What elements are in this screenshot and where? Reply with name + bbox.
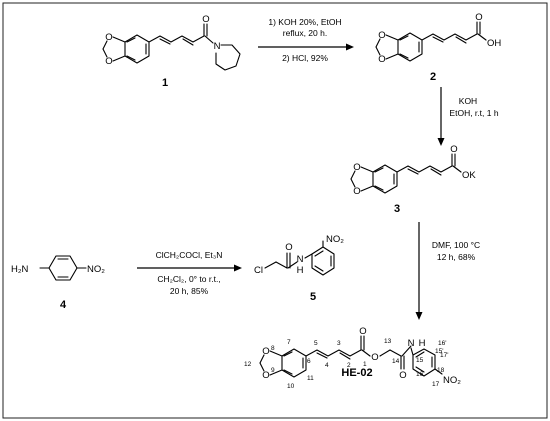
compound-number-2: 2 [430,71,436,83]
compound-2: O O O OH 2 [375,12,501,83]
reaction-arrow-2: KOH EtOH, r.t, 1 h [437,87,499,146]
condition-1-line-3: 2) HCl, 92% [282,53,328,63]
condition-1-line-2: reflux, 20 h. [283,28,327,38]
atom-o-top: O [378,30,385,41]
compound-3: O O O OK 3 [350,144,476,215]
locant-1: 1 [363,361,367,368]
reaction-arrow-1: 1) KOH 20%, EtOH reflux, 20 h. 2) HCl, 9… [258,17,354,63]
reaction-arrow-3: ClCH₂COCl, Et₃N CH₂Cl₂, 0° to r.t., 20 h… [137,250,242,296]
atom-cl: Cl [254,265,263,276]
locant-15-prime: 15' [435,348,443,355]
condition-3-line-1: ClCH₂COCl, Et₃N [156,250,223,260]
compound-number-1: 1 [162,77,168,89]
atom-h: H [297,265,304,276]
locant-18: 18 [437,367,445,374]
locant-10: 10 [287,383,295,390]
atom-o-bottom: O [378,54,385,65]
atom-o-bottom: O [353,186,360,197]
reaction-arrow-4: DMF, 100 °C 12 h, 68% [415,222,480,320]
compound-label-he-02: HE-02 [341,367,372,379]
locant-16: 16 [416,371,424,378]
condition-2-line-1: KOH [459,96,477,106]
atom-n: N [297,254,304,265]
locant-16-prime: 16' [438,340,446,347]
locant-8: 8 [271,345,275,352]
diene-chain [148,35,205,43]
condition-4-line-2: 12 h, 68% [437,252,476,262]
piperidine-ring [215,44,241,71]
locant-11: 11 [307,375,314,382]
atom-oh: OH [487,38,501,49]
condition-1-line-1: 1) KOH 20%, EtOH [268,17,341,27]
locant-17-prime: 17' [440,352,448,359]
atom-h: H [419,338,426,349]
compound-4: H₂N NO₂ 4 [11,255,105,311]
locant-9: 9 [271,367,275,374]
atom-o-top: O [262,346,269,357]
atom-o-ketone: O [202,14,209,25]
diene-chain [305,349,362,357]
locant-5: 5 [314,340,318,347]
atom-o-bottom: O [262,370,269,381]
atom-o-top: O [353,162,360,173]
atom-h2n: H₂N [11,264,29,275]
locant-7: 7 [287,339,291,346]
atom-o-amide: O [399,370,406,381]
locant-17: 17 [432,381,440,388]
condition-2-line-2: EtOH, r.t, 1 h [449,108,498,118]
atom-o-bottom: O [105,56,112,67]
atom-n: N [408,338,415,349]
atom-n: N [214,41,221,52]
compound-number-4: 4 [60,299,67,311]
atom-o-acid: O [475,12,482,23]
diene-chain [421,33,478,41]
locant-15: 15 [416,357,424,364]
condition-3-line-3: 20 h, 85% [170,286,209,296]
atom-no2: NO₂ [87,264,105,275]
locant-3: 3 [337,340,341,347]
locant-14: 14 [392,358,400,365]
atom-ok: OK [462,170,476,181]
compound-number-3: 3 [394,203,400,215]
atom-o-carboxylate: O [450,144,457,155]
locant-13: 13 [384,338,392,345]
atom-o-top: O [105,32,112,43]
atom-no2: NO₂ [443,375,461,386]
locant-2: 2 [347,362,351,369]
compound-he-02: O O O O O N H NO₂ HE-02 1 2 3 4 5 6 7 8 … [244,326,461,390]
compound-5: Cl O N H NO₂ 5 [254,234,344,303]
compound-number-5: 5 [310,291,316,303]
locant-4: 4 [325,362,329,369]
condition-3-line-2: CH₂Cl₂, 0° to r.t., [157,274,220,284]
condition-4-line-1: DMF, 100 °C [432,240,480,250]
locant-6: 6 [307,358,311,365]
compound-1: O O O N 1 [102,14,241,89]
diene-chain [396,165,453,173]
atom-o-ester: O [371,352,378,363]
atom-o-ester-carbonyl: O [359,326,366,337]
atom-o: O [285,242,292,253]
locant-12: 12 [244,361,252,368]
atom-no2: NO₂ [326,234,344,245]
